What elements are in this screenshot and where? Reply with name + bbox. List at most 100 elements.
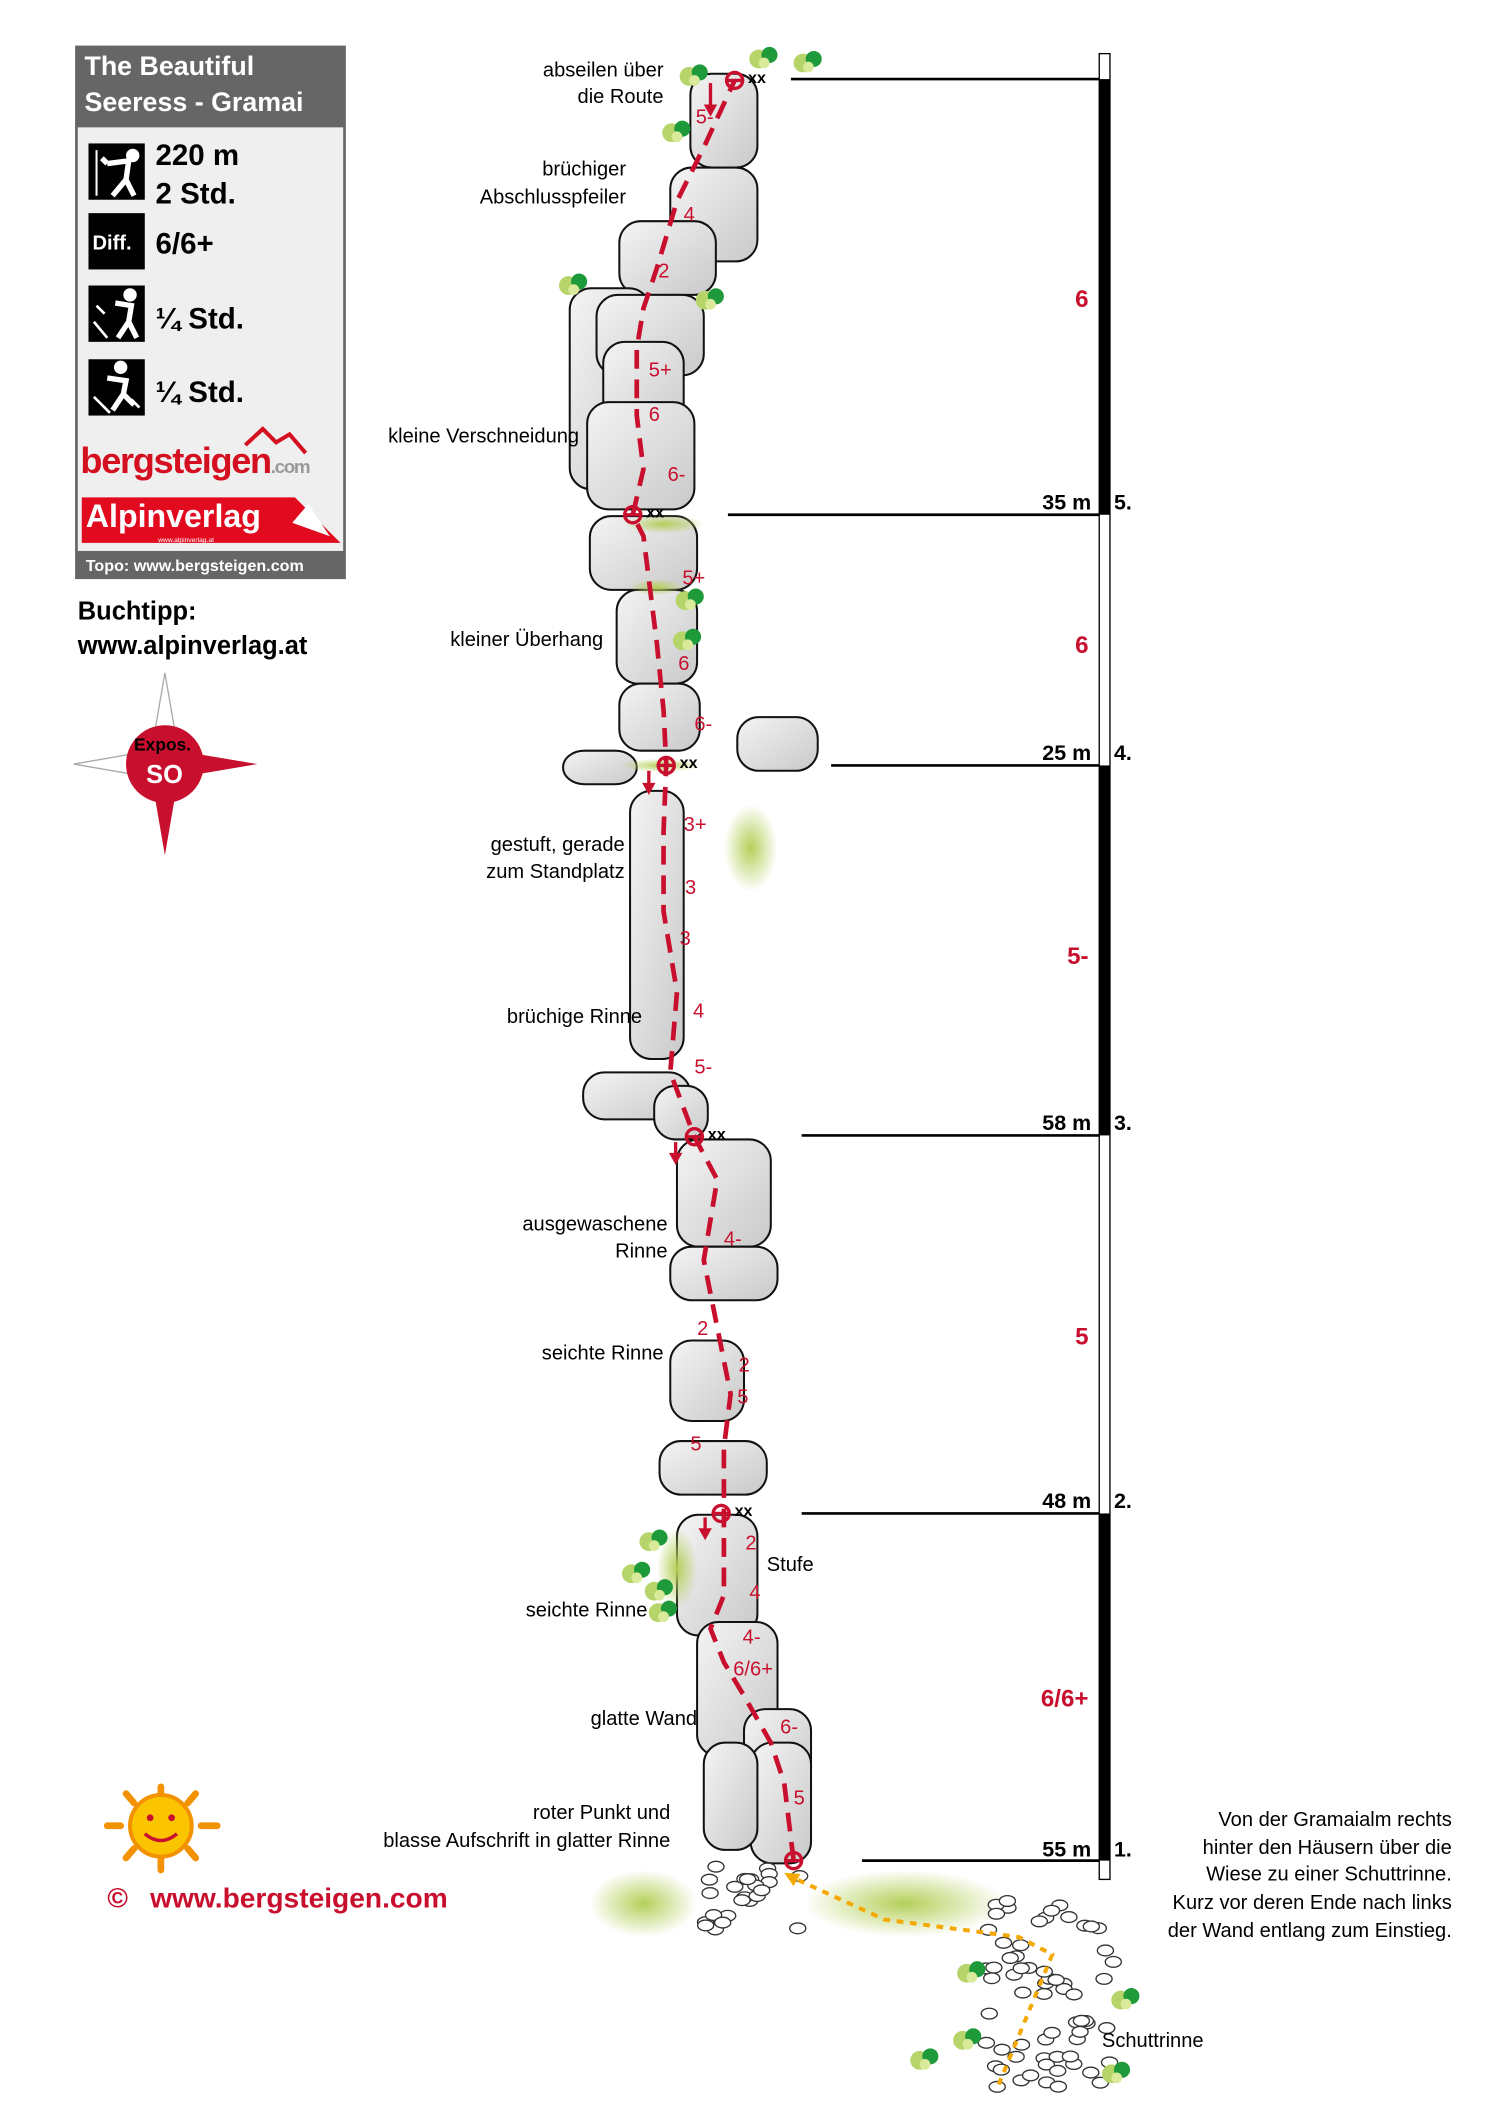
scree-stone xyxy=(1071,2025,1089,2038)
route-title-line1: The Beautiful xyxy=(84,51,254,81)
rock-block xyxy=(618,220,717,296)
route-grade-label: 5+ xyxy=(649,360,672,382)
svg-text:www.alpinverlag.at: www.alpinverlag.at xyxy=(157,537,214,544)
approach-line: Wiese zu einer Schuttrinne. xyxy=(1206,1864,1452,1886)
pitch-scale-bar: 35 m 5. 25 m 4. 58 m 3. 48 m 2. 55 m 1. … xyxy=(727,52,1132,1881)
pitch-bar-3 xyxy=(1099,765,1110,1136)
sun-logo xyxy=(103,1783,221,1874)
pitch-bar-1 xyxy=(1099,1513,1110,1861)
pitch-grade: 6/6+ xyxy=(1041,1685,1089,1712)
bush-icon xyxy=(675,588,704,610)
route-grade-label: 6- xyxy=(668,464,686,486)
scree-stone xyxy=(726,1880,744,1893)
scree-stone xyxy=(1065,1988,1083,2001)
bush-icon xyxy=(793,50,822,73)
bush-icon xyxy=(957,1961,986,1983)
diff-label: Diff. xyxy=(93,232,132,254)
rappel-arrowhead xyxy=(703,104,718,117)
scree-stone xyxy=(1072,2014,1091,2027)
annotation-seichte-rinne: seichte Rinne xyxy=(542,1342,664,1364)
annotation-schuttrinne: Schuttrinne xyxy=(1102,2030,1204,2052)
approach-hiker-icon xyxy=(88,285,145,342)
bush-icon xyxy=(639,1529,668,1551)
annotation-pfeiler: Abschlusspfeiler xyxy=(480,187,627,209)
climber-icon xyxy=(88,143,145,200)
annotation-gestuft: gestuft, gerade xyxy=(491,834,625,856)
topo-credit: Topo: www.bergsteigen.com xyxy=(86,557,304,575)
route-grade-label: 3+ xyxy=(684,814,707,836)
scree-stone xyxy=(700,1873,719,1886)
route-grade-label: 6- xyxy=(694,714,712,736)
belay-bolts-label: xx xyxy=(680,754,698,772)
climb-time: 2 Std. xyxy=(156,178,236,211)
grass-ledge xyxy=(630,579,684,596)
scree-stone xyxy=(1030,1915,1049,1928)
scree-stone xyxy=(993,2043,1011,2056)
pitch-grade: 5- xyxy=(1067,943,1088,970)
scree-stone xyxy=(1035,1987,1053,2000)
pitch-number: 3. xyxy=(1114,1111,1132,1135)
scree-stone xyxy=(998,1894,1017,1908)
pitch-length: 25 m xyxy=(1042,741,1091,765)
rappel-arrowhead xyxy=(642,782,656,795)
belay-bolts-label: xx xyxy=(646,503,664,521)
approach-path xyxy=(790,1874,1055,2086)
bush-icon xyxy=(644,1579,673,1601)
pitch-grade: 6 xyxy=(1075,286,1088,313)
svg-text:Alpinverlag: Alpinverlag xyxy=(86,498,261,534)
grass-ledge xyxy=(589,1870,698,1938)
route-grade-label: 6- xyxy=(780,1716,798,1738)
scree-stone xyxy=(696,1919,715,1932)
belay-bolts-label: xx xyxy=(735,1502,753,1520)
scree-stone xyxy=(1061,2050,1080,2063)
scree-stone xyxy=(1037,2058,1056,2071)
copyright-url[interactable]: www.bergsteigen.com xyxy=(149,1883,448,1914)
annotation-roter-punkt: blasse Aufschrift in glatter Rinne xyxy=(383,1830,670,1852)
scree-stone xyxy=(1042,1904,1061,1917)
scree-stone xyxy=(977,2036,996,2049)
approach-time: ¼ Std. xyxy=(156,302,244,335)
bush-icon xyxy=(648,1600,677,1623)
route-line xyxy=(630,79,796,1861)
approach-line: der Wand entlang zum Einstieg. xyxy=(1168,1920,1452,1942)
scree-stone xyxy=(1104,1955,1123,1968)
route-grade-label: 6 xyxy=(649,404,660,426)
scree-stone xyxy=(733,1894,751,1907)
copyright-symbol: © xyxy=(107,1883,128,1914)
route-grade-label: 4 xyxy=(693,1000,704,1022)
bush-icon xyxy=(953,2028,982,2050)
scree-stone xyxy=(980,2007,999,2020)
scree-stone xyxy=(1082,1920,1101,1933)
route-grade-label: 5+ xyxy=(682,567,705,589)
info-box: The Beautiful Seeress - Gramai 220 m 2 S… xyxy=(75,45,346,580)
bush-icon xyxy=(679,64,708,86)
belay-bolts-label: xx xyxy=(748,69,766,87)
scree-stone xyxy=(994,1936,1013,1949)
scree-stone xyxy=(1060,1911,1078,1924)
alpinverlag-logo: Alpinverlag www.alpinverlag.at xyxy=(81,497,341,544)
scree-stone xyxy=(1012,1962,1030,1975)
grass-ledge xyxy=(804,1870,1006,1938)
route-grade-label: 5- xyxy=(694,1057,712,1079)
bush-icon xyxy=(695,288,724,310)
exposure-label: Expos. xyxy=(134,735,191,755)
annotation-verschneidung: kleine Verschneidung xyxy=(388,425,579,447)
pitch-number: 1. xyxy=(1114,1838,1132,1862)
scree-stone xyxy=(1095,1972,1113,1985)
route-grade-label: 5 xyxy=(794,1787,805,1809)
approach-line: Von der Gramaialm rechts xyxy=(1218,1809,1451,1831)
grass-ledge xyxy=(723,804,778,892)
descent-time: ¼ Std. xyxy=(156,376,244,409)
pitch-bar-5 xyxy=(1099,79,1110,515)
route-title-line2: Seeress - Gramai xyxy=(84,87,303,117)
approach-line: Kurz vor deren Ende nach links xyxy=(1173,1892,1452,1914)
scree-stone xyxy=(1043,2026,1061,2039)
buchtipp-url[interactable]: www.alpinverlag.at xyxy=(77,632,308,660)
scree-stone xyxy=(983,1972,1001,1985)
route-grade-label: 4 xyxy=(749,1582,760,1604)
scree-stone xyxy=(1047,1973,1065,1986)
route-length: 220 m xyxy=(156,139,240,172)
scree-stone xyxy=(738,1873,757,1886)
